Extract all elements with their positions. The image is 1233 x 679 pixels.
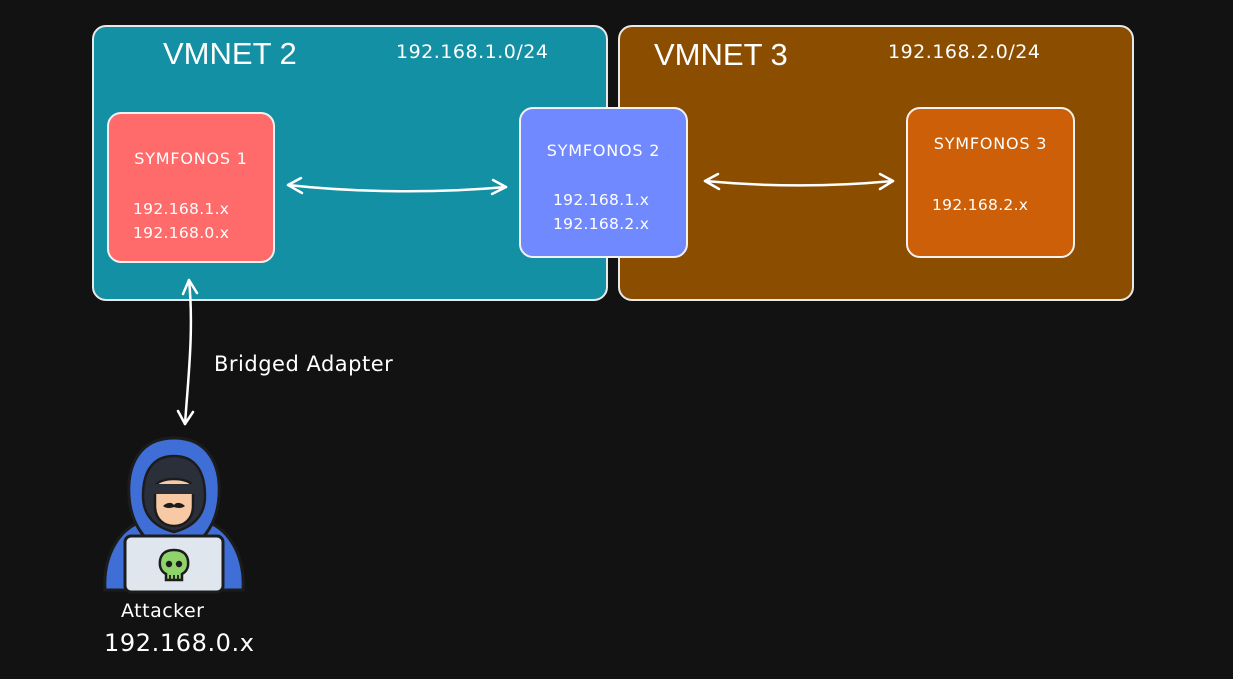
host-symfonos2-ip-1: 192.168.1.x	[553, 191, 650, 209]
attacker-ip: 192.168.0.x	[104, 629, 255, 657]
vmnet3-title: VMNET 3	[654, 37, 788, 72]
host-symfonos1-ip-2: 192.168.0.x	[133, 224, 230, 242]
host-symfonos2-ip-2: 192.168.2.x	[553, 215, 650, 233]
vmnet3-cidr: 192.168.2.0/24	[888, 41, 1041, 63]
host-symfonos3-ip-1: 192.168.2.x	[932, 196, 1029, 214]
vmnet2-title: VMNET 2	[163, 36, 297, 71]
host-symfonos2: SYMFONOS 2 192.168.1.x 192.168.2.x	[519, 107, 688, 258]
arrow-symfonos1-symfonos2	[286, 183, 508, 193]
arrow-symfonos2-symfonos3	[703, 179, 895, 187]
attacker-label: Attacker	[121, 600, 205, 622]
hooded-hacker-with-laptop-icon	[103, 436, 245, 594]
host-symfonos1: SYMFONOS 1 192.168.1.x 192.168.0.x	[107, 112, 275, 263]
host-symfonos1-name: SYMFONOS 1	[134, 149, 248, 168]
host-symfonos3: SYMFONOS 3 192.168.2.x	[906, 107, 1075, 258]
vmnet2-cidr: 192.168.1.0/24	[396, 41, 549, 63]
arrow-bridged-adapter	[183, 278, 193, 426]
host-symfonos1-ip-1: 192.168.1.x	[133, 200, 230, 218]
host-symfonos2-name: SYMFONOS 2	[546, 141, 661, 160]
host-symfonos3-name: SYMFONOS 3	[933, 134, 1048, 153]
bridged-adapter-label: Bridged Adapter	[214, 352, 394, 376]
